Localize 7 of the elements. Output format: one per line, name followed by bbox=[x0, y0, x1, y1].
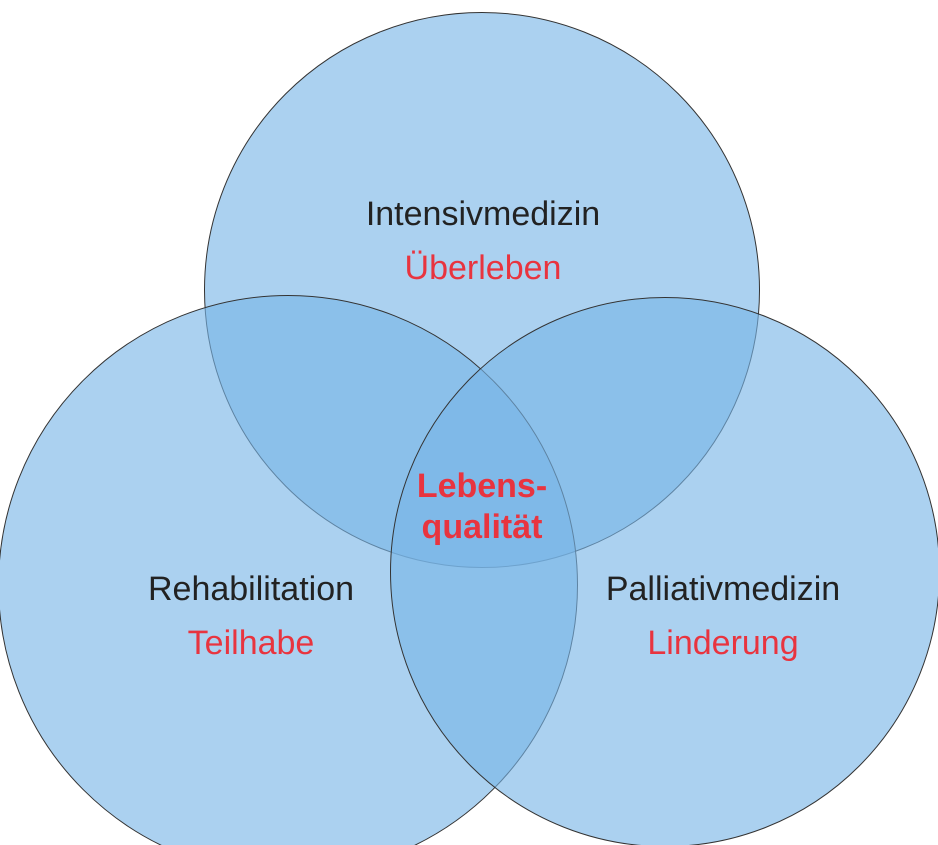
circle-title: Palliativmedizin bbox=[606, 572, 840, 606]
circle-subtitle: Linderung bbox=[647, 626, 799, 660]
center-label: Lebens- qualität bbox=[416, 466, 548, 548]
circle-title: Intensivmedizin bbox=[366, 197, 600, 231]
circle-subtitle: Teilhabe bbox=[188, 626, 314, 660]
circle-title: Rehabilitation bbox=[148, 572, 354, 606]
circle-subtitle: Überleben bbox=[404, 251, 562, 285]
